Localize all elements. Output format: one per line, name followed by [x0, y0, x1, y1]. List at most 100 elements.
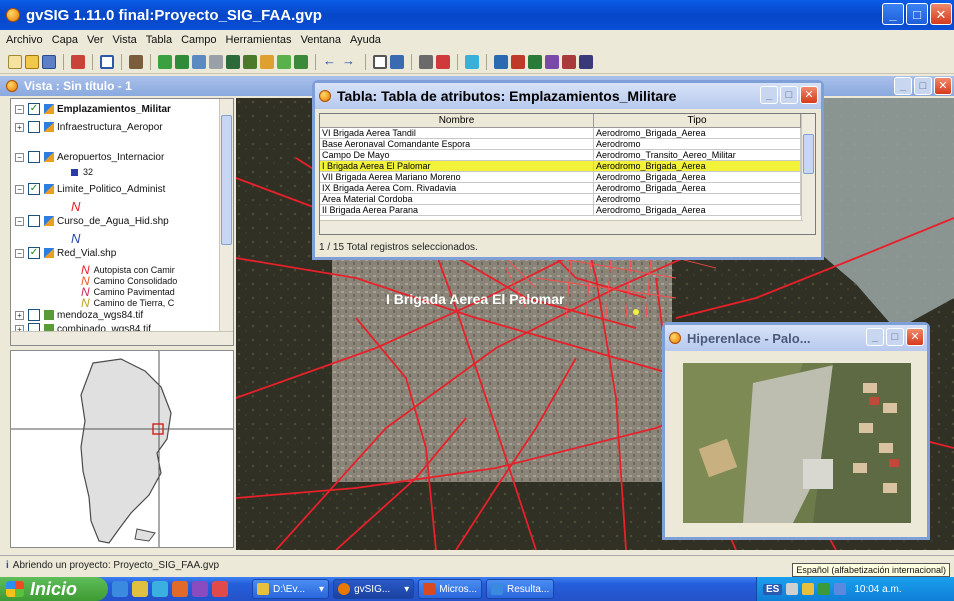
layer-checkbox[interactable]: ✓	[28, 247, 40, 259]
table-maximize-button[interactable]: □	[780, 86, 798, 104]
toc-layer-mendoza[interactable]: + mendoza_wgs84.tif	[15, 307, 143, 323]
menu-herramientas[interactable]: Herramientas	[225, 34, 292, 46]
column-header-nombre[interactable]: Nombre	[320, 114, 594, 127]
table-close-button[interactable]: ✕	[800, 86, 818, 104]
save-project-icon[interactable]	[42, 54, 56, 69]
expand-toggle[interactable]: −	[15, 152, 24, 162]
layer-checkbox[interactable]	[28, 121, 40, 133]
attribute-table-window[interactable]: Tabla: Tabla de atributos: Emplazamiento…	[312, 80, 824, 260]
add-layer-icon[interactable]	[129, 54, 143, 69]
toc-layer-combinado[interactable]: + combinado_wgs84.tif	[15, 321, 151, 337]
close-button[interactable]: ✕	[930, 3, 952, 25]
quicklaunch-media-icon[interactable]	[172, 581, 188, 597]
menu-ventana[interactable]: Ventana	[300, 34, 341, 46]
info-icon[interactable]	[390, 54, 404, 69]
export-icon[interactable]	[545, 54, 559, 69]
layer-checkbox[interactable]: ✓	[28, 183, 40, 195]
expand-toggle[interactable]: −	[15, 216, 24, 226]
maximize-button[interactable]: □	[906, 3, 928, 25]
clock[interactable]: 10:04 a.m.	[854, 583, 902, 595]
tray-volume-icon[interactable]	[834, 583, 847, 595]
expand-toggle[interactable]: −	[15, 248, 24, 258]
expand-toggle[interactable]: +	[15, 310, 24, 320]
layout-icon[interactable]	[100, 54, 114, 69]
quicklaunch-app-icon[interactable]	[192, 581, 208, 597]
refresh-icon[interactable]	[277, 54, 291, 69]
start-button[interactable]: Inicio	[0, 577, 108, 601]
grid-horizontal-scrollbar[interactable]	[320, 220, 803, 234]
table-minimize-button[interactable]: _	[760, 86, 778, 104]
layer-checkbox[interactable]	[28, 309, 40, 321]
menu-tabla[interactable]: Tabla	[145, 34, 173, 46]
toc-vertical-scrollbar[interactable]	[219, 99, 233, 345]
language-indicator[interactable]: ES	[763, 583, 783, 595]
zoom-out-icon[interactable]	[175, 54, 189, 69]
hyperlink-window[interactable]: Hiperenlace - Palo... _ □ ✕	[662, 322, 930, 540]
hyperlink-close-button[interactable]: ✕	[906, 328, 924, 346]
expand-toggle[interactable]: −	[15, 104, 24, 114]
expand-toggle[interactable]: −	[15, 184, 24, 194]
undo-icon[interactable]	[71, 54, 85, 69]
menu-capa[interactable]: Capa	[51, 34, 78, 46]
open-project-icon[interactable]	[25, 54, 39, 69]
pan-icon[interactable]	[226, 54, 240, 69]
zoom-in-icon[interactable]	[158, 54, 172, 69]
main-title-bar[interactable]: gvSIG 1.11.0 final:Proyecto_SIG_FAA.gvp …	[0, 0, 954, 30]
toc-layer-red-vial[interactable]: − ✓ Red_Vial.shp	[15, 245, 116, 261]
select-rect-icon[interactable]	[373, 54, 387, 69]
view-minimize-button[interactable]: _	[894, 77, 912, 95]
settings-icon[interactable]	[579, 54, 593, 69]
grid-vertical-scrollbar[interactable]	[801, 114, 815, 234]
selected-point-marker[interactable]	[633, 309, 639, 315]
measure-icon[interactable]	[419, 54, 433, 69]
taskbar-item-microsoft[interactable]: Micros...	[418, 579, 483, 599]
hyperlink-maximize-button[interactable]: □	[886, 328, 904, 346]
tray-security-icon[interactable]	[818, 583, 831, 595]
taskbar-item-gvsig[interactable]: gvSIG...▾	[333, 579, 415, 599]
graph-icon[interactable]	[511, 54, 525, 69]
table-window-title-bar[interactable]: Tabla: Tabla de atributos: Emplazamiento…	[315, 83, 821, 109]
hyperlink-minimize-button[interactable]: _	[866, 328, 884, 346]
edit-icon[interactable]	[528, 54, 542, 69]
quicklaunch-app2-icon[interactable]	[212, 581, 228, 597]
view-close-button[interactable]: ✕	[934, 77, 952, 95]
menu-archivo[interactable]: Archivo	[6, 34, 43, 46]
quicklaunch-folder-icon[interactable]	[132, 581, 148, 597]
toc-layer-infraestructura[interactable]: + Infraestructura_Aeropor	[15, 119, 163, 135]
zoom-full-icon[interactable]	[192, 54, 206, 69]
layer-checkbox[interactable]	[28, 215, 40, 227]
toc-layer-limite[interactable]: − ✓ Limite_Politico_Administ	[15, 181, 165, 197]
table-icon[interactable]	[494, 54, 508, 69]
zoom-select-icon[interactable]	[209, 54, 223, 69]
expand-toggle[interactable]: +	[15, 122, 24, 132]
menu-ver[interactable]: Ver	[86, 34, 104, 46]
locator-map[interactable]	[10, 350, 234, 548]
menu-campo[interactable]: Campo	[181, 34, 217, 46]
toc-horizontal-scrollbar[interactable]	[11, 331, 233, 345]
menu-ayuda[interactable]: Ayuda	[349, 34, 381, 46]
tray-folder-icon[interactable]	[802, 583, 815, 595]
arrow-left-icon[interactable]: ←	[323, 52, 336, 68]
taskbar-item-explorer[interactable]: D:\Ev...▾	[252, 579, 330, 599]
minimize-button[interactable]: _	[882, 3, 904, 25]
new-project-icon[interactable]	[8, 54, 22, 69]
quicklaunch-desktop-icon[interactable]	[112, 581, 128, 597]
zoom-layer-icon[interactable]	[243, 54, 257, 69]
quicklaunch-ie-icon[interactable]	[152, 581, 168, 597]
view-maximize-button[interactable]: □	[914, 77, 932, 95]
layer-checkbox[interactable]	[28, 151, 40, 163]
tray-network-icon[interactable]	[786, 583, 799, 595]
column-header-tipo[interactable]: Tipo	[594, 114, 801, 127]
toc-layer-aeropuertos[interactable]: − Aeropuertos_Internacior	[15, 149, 164, 165]
raster-icon[interactable]	[562, 54, 576, 69]
toc-layer-curso-agua[interactable]: − Curso_de_Agua_Hid.shp	[15, 213, 169, 229]
geoprocess-icon[interactable]	[465, 54, 479, 69]
